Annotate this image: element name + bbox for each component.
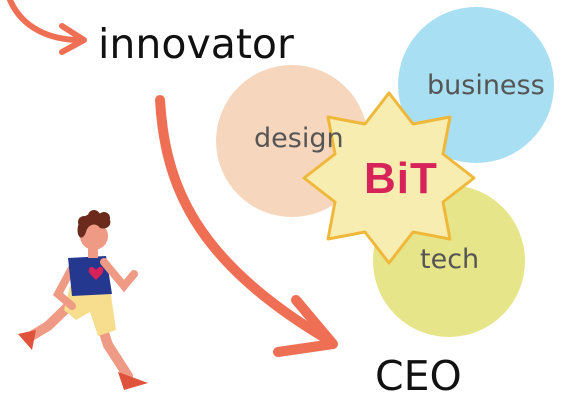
design-label: design: [254, 123, 344, 154]
main-arrow: [155, 95, 338, 357]
ceo-label: CEO: [375, 352, 462, 400]
bit-brand-label: BiT: [364, 154, 438, 203]
running-person-illustration: [18, 210, 148, 390]
innovator-label: innovator: [98, 20, 294, 68]
tech-label: tech: [420, 244, 480, 275]
bit-star-badge: [302, 91, 476, 265]
business-label: business: [427, 70, 545, 101]
small-arrow: [7, 0, 87, 55]
